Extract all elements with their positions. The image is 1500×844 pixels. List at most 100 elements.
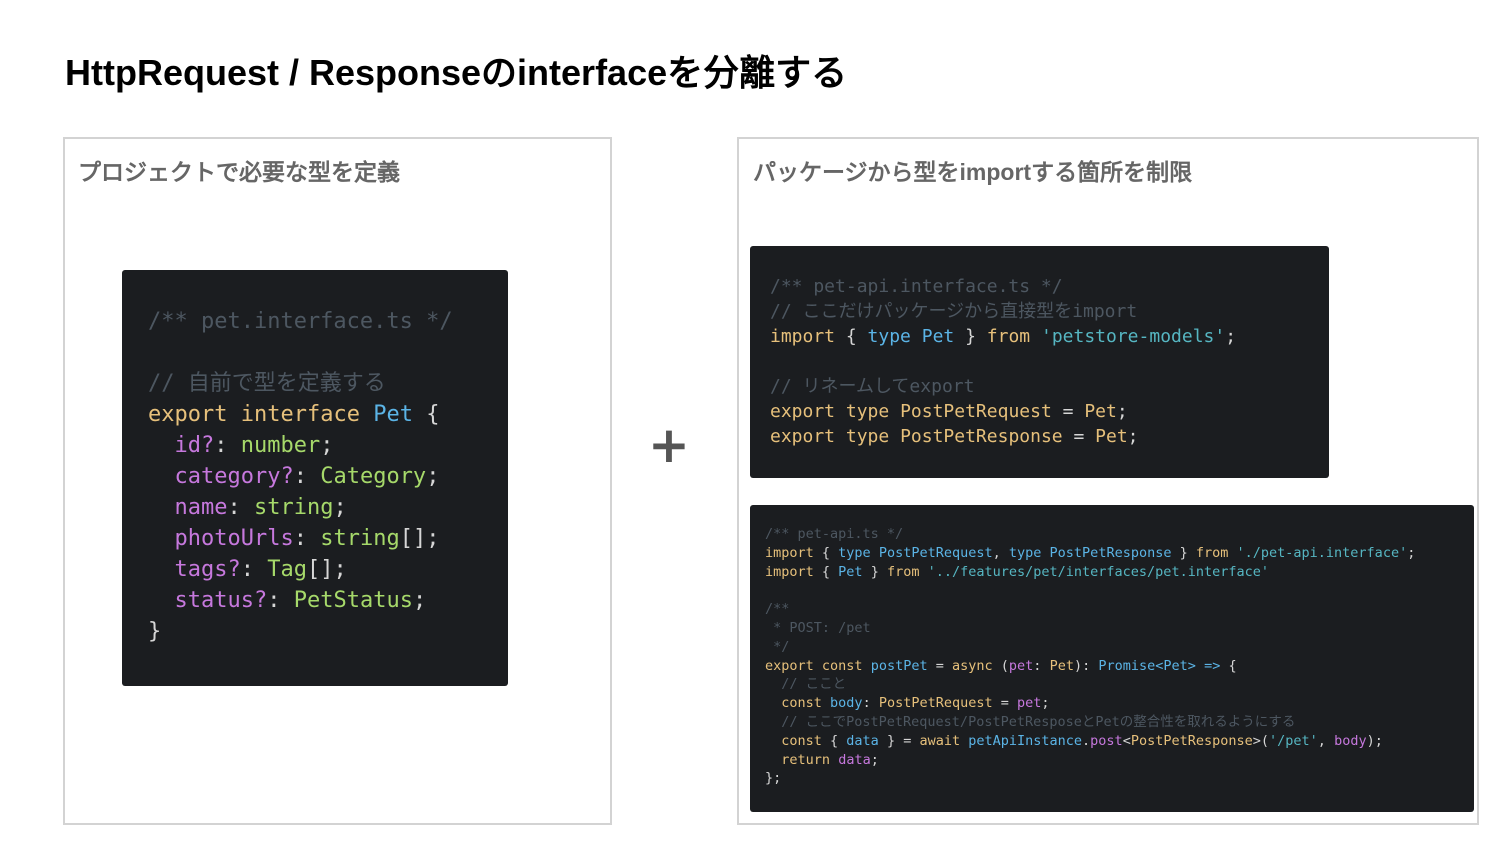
code-token: string <box>253 495 334 520</box>
code-token: from <box>886 563 920 580</box>
code-token: } <box>1171 544 1196 561</box>
code-token: type <box>838 544 871 561</box>
code-token: ? <box>227 557 241 582</box>
code-token: tags <box>174 557 228 582</box>
code-token: Pet <box>838 563 863 580</box>
code-token: Pet <box>1163 657 1188 674</box>
code-token: Promise <box>1098 657 1156 674</box>
code-line: export const postPet = async (pet: Pet):… <box>765 657 1474 676</box>
code-token: export <box>765 657 814 674</box>
code-token: // ここと <box>781 676 847 693</box>
slide-title: HttpRequest / Responseのinterfaceを分離する <box>65 52 848 93</box>
code-token <box>765 676 781 692</box>
code-line: // ここでPostPetRequest/PostPetResposeとPetの… <box>765 713 1474 732</box>
code-token: = <box>1062 426 1096 447</box>
code-line: tags?: Tag[]; <box>148 554 508 585</box>
code-token: id <box>174 433 202 458</box>
code-token: { <box>813 544 839 561</box>
code-token <box>960 733 968 749</box>
code-token: { <box>821 732 847 749</box>
code-token: return <box>781 751 831 768</box>
code-token: export <box>148 402 228 427</box>
code-token <box>1196 658 1204 674</box>
code-token: 'petstore-models' <box>1040 326 1226 347</box>
code-line: // リネームしてexport <box>770 374 1329 399</box>
code-token: /** pet.interface.ts */ <box>148 309 453 334</box>
code-token: post <box>1090 732 1123 749</box>
code-token: './pet-api.interface' <box>1236 544 1408 561</box>
code-token: PostPetResponse <box>900 426 1063 447</box>
code-token: : <box>214 433 241 458</box>
code-token: pet <box>1017 695 1042 712</box>
code-line: /** <box>765 600 1474 619</box>
code-token: []; <box>306 557 347 582</box>
code-token <box>1041 545 1049 561</box>
code-line: /** pet.interface.ts */ <box>148 306 508 337</box>
code-token: >( <box>1252 732 1270 749</box>
code-token: await <box>919 732 961 749</box>
code-token: < <box>1155 657 1164 674</box>
code-token: ? <box>201 433 215 458</box>
code-token: : <box>240 557 268 582</box>
code-token: . <box>1082 732 1091 749</box>
code-token: PostPetRequest <box>900 401 1052 422</box>
code-token: { <box>835 326 868 347</box>
code-line: return data; <box>765 751 1474 770</box>
code-token <box>765 752 781 768</box>
code-token: const <box>781 695 822 712</box>
code-token: Pet <box>373 402 413 427</box>
code-line: name: string; <box>148 492 508 523</box>
code-token: postPet <box>870 657 928 674</box>
code-line: // ここだけパッケージから直接型をimport <box>770 299 1329 324</box>
code-token: ; <box>1225 326 1237 347</box>
code-token: Pet <box>1095 426 1128 447</box>
code-token: PostPetResponse <box>1049 544 1172 561</box>
code-line <box>770 349 1329 374</box>
code-token: export <box>770 401 836 422</box>
code-line: /** pet-api.interface.ts */ <box>770 274 1329 299</box>
code-token: type <box>1008 544 1042 561</box>
code-token: } <box>954 326 987 347</box>
code-token: : <box>267 588 294 613</box>
code-token: ; <box>1127 426 1139 447</box>
code-token: { <box>813 563 839 580</box>
code-token: type <box>845 401 890 422</box>
code-token: data <box>846 732 879 749</box>
code-token <box>148 588 175 613</box>
code-token <box>765 695 781 711</box>
code-token: import <box>765 563 814 580</box>
code-line <box>148 337 508 368</box>
code-token: : <box>862 695 879 712</box>
code-token: ( <box>992 657 1009 674</box>
code-token: ; <box>1407 544 1416 561</box>
code-token <box>889 426 900 447</box>
code-token: : <box>227 495 254 520</box>
code-token: } <box>148 619 162 644</box>
code-line: * POST: /pet <box>765 619 1474 638</box>
code-token <box>148 464 175 489</box>
code-token: const <box>821 657 863 674</box>
code-block-pet-api-interface: /** pet-api.interface.ts */ // ここだけパッケージか… <box>750 246 1329 478</box>
code-token: interface <box>240 402 360 427</box>
code-token: ; <box>333 495 347 520</box>
code-token <box>1228 545 1236 561</box>
code-token <box>863 658 871 674</box>
code-token: } <box>862 563 887 580</box>
code-token: // ここだけパッケージから直接型をimport <box>770 301 1138 322</box>
code-token <box>871 545 879 561</box>
code-token: pet <box>1008 657 1034 674</box>
code-token: from <box>986 326 1031 347</box>
code-token: /** pet-api.interface.ts */ <box>770 276 1063 297</box>
code-token: number <box>240 433 321 458</box>
code-token: Pet <box>1084 401 1117 422</box>
code-token: : <box>1033 657 1050 674</box>
code-line: */ <box>765 638 1474 657</box>
code-line: const { data } = await petApiInstance.po… <box>765 732 1474 751</box>
code-token: * POST: /pet <box>765 619 871 636</box>
code-line: export type PostPetResponse = Pet; <box>770 424 1329 449</box>
code-token: , <box>992 544 1009 561</box>
code-token: from <box>1195 544 1229 561</box>
code-token: Pet <box>921 326 955 347</box>
code-token: string <box>320 526 400 551</box>
code-token: } = <box>878 732 920 749</box>
